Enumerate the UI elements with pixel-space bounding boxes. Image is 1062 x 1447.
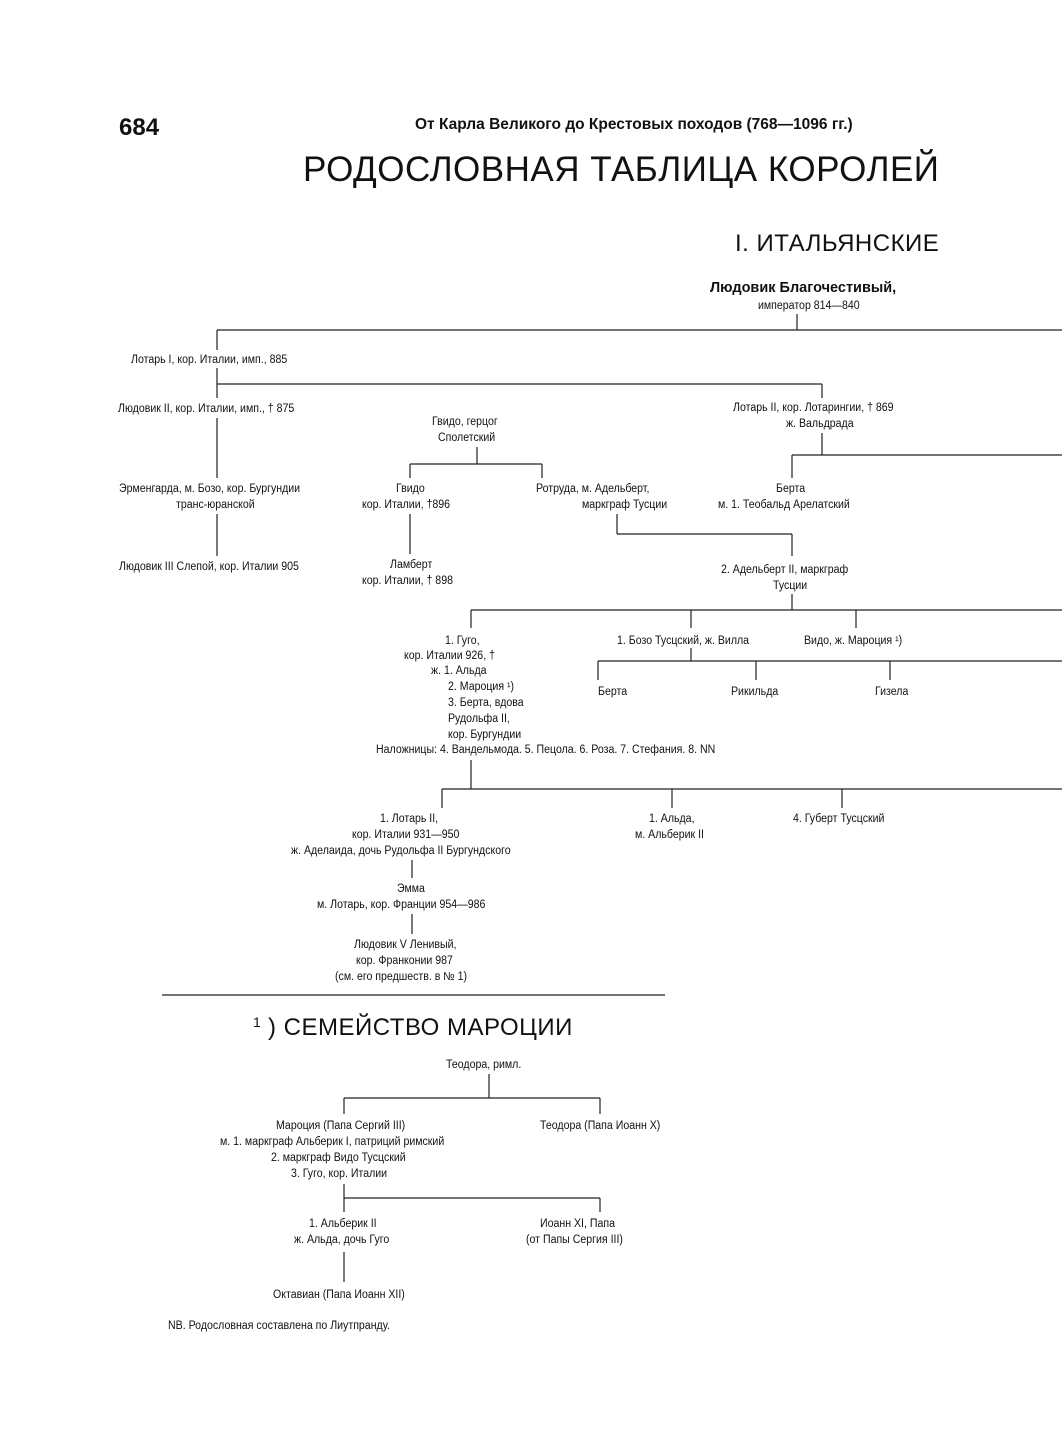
person-guido-duke-title: Сполетский	[438, 432, 496, 444]
person-vido: Видо, ж. Мароция ¹)	[804, 635, 903, 647]
person-lambert-title: кор. Италии, † 898	[362, 575, 453, 587]
person-lothar-i: Лотарь I, кор. Италии, имп., 885	[131, 354, 288, 366]
person-theodora: Теодора, римл.	[446, 1059, 522, 1071]
person-guido-king-title: кор. Италии, †896	[362, 499, 451, 511]
person-lothar-ii-wife: ж. Вальдрада	[786, 418, 854, 430]
person-ermengarda: Эрменгарда, м. Бозо, кор. Бургундии	[119, 483, 301, 495]
person-alda-name: 1. Альда,	[649, 813, 695, 825]
person-guido-king-name: Гвидо	[396, 483, 425, 495]
person-rotruda-husband: маркграф Тусции	[582, 499, 668, 511]
footnote: NB. Родословная составлена по Лиутпранду…	[168, 1320, 390, 1332]
person-john-xi-name: Иоанн XI, Папа	[540, 1218, 615, 1230]
person-ludwig-v-title: кор. Франконии 987	[356, 955, 453, 967]
person-rotruda: Ротруда, м. Адельберт,	[536, 483, 650, 495]
person-octavian: Октавиан (Папа Иоанн XII)	[273, 1289, 405, 1301]
person-hugo-wife-2: 2. Мароция ¹)	[448, 681, 515, 693]
section2-footnote-mark: 1	[253, 1014, 261, 1030]
person-marozia-husband-2: 2. маркграф Видо Тусцский	[271, 1152, 406, 1164]
person-hugo-concubines: Наложницы: 4. Вандельмода. 5. Пецола. 6.…	[376, 744, 716, 756]
person-hugo-wife-1: ж. 1. Альда	[431, 665, 487, 677]
person-lothar-italy-wife: ж. Аделаида, дочь Рудольфа II Бургундско…	[291, 845, 511, 857]
root-name: Людовик Благочестивый,	[710, 280, 897, 296]
person-ludwig-v-note: (см. его предшеств. в № 1)	[335, 971, 468, 983]
person-alda-husband: м. Альберик II	[635, 829, 704, 841]
person-emma-name: Эмма	[397, 883, 425, 895]
person-ludwig-v-name: Людовик V Ленивый,	[354, 939, 457, 951]
person-hugo-title: кор. Италии 926, †	[404, 650, 495, 662]
person-hugo-wife-3-detail: Рудольфа II,	[448, 713, 510, 725]
person-hugo-wife-3-title: кор. Бургундии	[448, 729, 522, 741]
person-rikilda: Рикильда	[731, 686, 779, 698]
person-ermengarda-title: транс-юранской	[176, 499, 255, 511]
person-adalbert-ii-title: Тусции	[773, 580, 808, 592]
person-gisela: Гизела	[875, 686, 909, 698]
person-adalbert-ii: 2. Адельберт II, маркграф	[721, 564, 849, 576]
section-heading-marozia: ) СЕМЕЙСТВО МАРОЦИИ	[268, 1014, 573, 1041]
person-berta-name: Берта	[776, 483, 806, 495]
person-guido-duke-name: Гвидо, герцог	[432, 416, 498, 428]
person-marozia-husband-1: м. 1. маркграф Альберик I, патриций римс…	[220, 1136, 445, 1148]
root-detail: император 814—840	[758, 300, 860, 312]
person-marozia-name: Мароция (Папа Сергий III)	[276, 1120, 406, 1132]
person-ludwig-iii: Людовик III Слепой, кор. Италии 905	[119, 561, 299, 573]
person-hugo-wife-3: 3. Берта, вдова	[448, 697, 524, 709]
person-berta-daughter: Берта	[598, 686, 628, 698]
person-lothar-ii-name: Лотарь II, кор. Лотарингии, † 869	[733, 402, 894, 414]
person-lothar-italy-name: 1. Лотарь II,	[380, 813, 439, 825]
person-john-xi-note: (от Папы Сергия III)	[526, 1234, 623, 1246]
person-lambert-name: Ламберт	[390, 559, 433, 571]
page-number: 684	[119, 114, 160, 141]
person-boso: 1. Бозо Тусцский, ж. Вилла	[617, 635, 750, 647]
page-title: РОДОСЛОВНАЯ ТАБЛИЦА КОРОЛЕЙ	[303, 150, 940, 189]
person-emma-husband: м. Лотарь, кор. Франции 954—986	[317, 899, 486, 911]
person-theodora-daughter: Теодора (Папа Иоанн X)	[540, 1120, 661, 1132]
person-hubert: 4. Губерт Тусцский	[793, 813, 885, 825]
person-lothar-italy-title: кор. Италии 931—950	[352, 829, 460, 841]
person-hugo-name: 1. Гуго,	[445, 635, 480, 647]
section-heading-italian: I. ИТАЛЬЯНСКИЕ	[735, 230, 940, 257]
person-alberic-ii-name: 1. Альберик II	[309, 1218, 377, 1230]
person-alberic-ii-wife: ж. Альда, дочь Гуго	[294, 1234, 390, 1246]
running-title: От Карла Великого до Крестовых походов (…	[415, 116, 853, 133]
person-marozia-husband-3: 3. Гуго, кор. Италии	[291, 1168, 388, 1180]
person-berta-husband: м. 1. Теобальд Арелатский	[718, 499, 850, 511]
person-ludwig-ii: Людовик II, кор. Италии, имп., † 875	[118, 403, 295, 415]
